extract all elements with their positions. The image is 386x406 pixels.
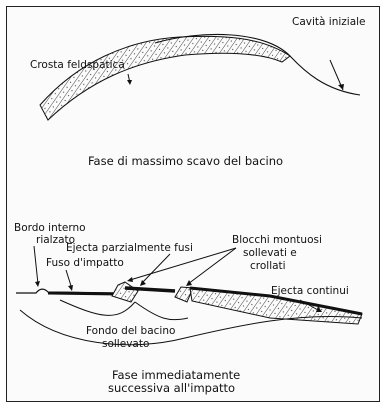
- caption-post-impact-1: Fase immediatamente: [112, 368, 240, 382]
- impact-melt-layer: [48, 293, 120, 294]
- feldspathic-crust-layer: [40, 36, 290, 120]
- label-initial-cavity: Cavità iniziale: [292, 16, 366, 28]
- label-feldspathic-crust: Crosta feldspatica: [30, 59, 125, 71]
- top-panel: Cavità iniziale Crosta feldspatica Fase …: [30, 16, 366, 168]
- caption-maximum-excavation: Fase di massimo scavo del bacino: [88, 154, 283, 168]
- label-partial-ejecta: Ejecta parzialmente fusi: [66, 242, 193, 254]
- partial-ejecta-pointer: [142, 254, 170, 283]
- label-impact-melt: Fuso d'impatto: [46, 257, 124, 269]
- deep-curve: [60, 300, 135, 315]
- bottom-panel: Bordo interno rialzato Ejecta parzialmen…: [14, 222, 362, 395]
- label-mountain-blocks-3: crollati: [250, 260, 286, 272]
- inner-curve: [135, 302, 188, 320]
- caption-post-impact-2: successiva all'impatto: [108, 381, 235, 395]
- inner-rim-pointer: [34, 246, 38, 284]
- label-basin-floor-1: Fondo del bacino: [86, 325, 175, 337]
- label-mountain-blocks-2: sollevati e: [243, 247, 297, 259]
- label-continuous-ejecta: Ejecta continui: [271, 285, 349, 297]
- uplifted-block-1: [112, 282, 138, 302]
- label-mountain-blocks-1: Blocchi montuosi: [232, 234, 322, 246]
- label-basin-floor-2: sollevato: [102, 338, 149, 350]
- label-inner-rim-1: Bordo interno: [14, 222, 86, 234]
- mountain-blocks-pointer-1: [188, 248, 236, 284]
